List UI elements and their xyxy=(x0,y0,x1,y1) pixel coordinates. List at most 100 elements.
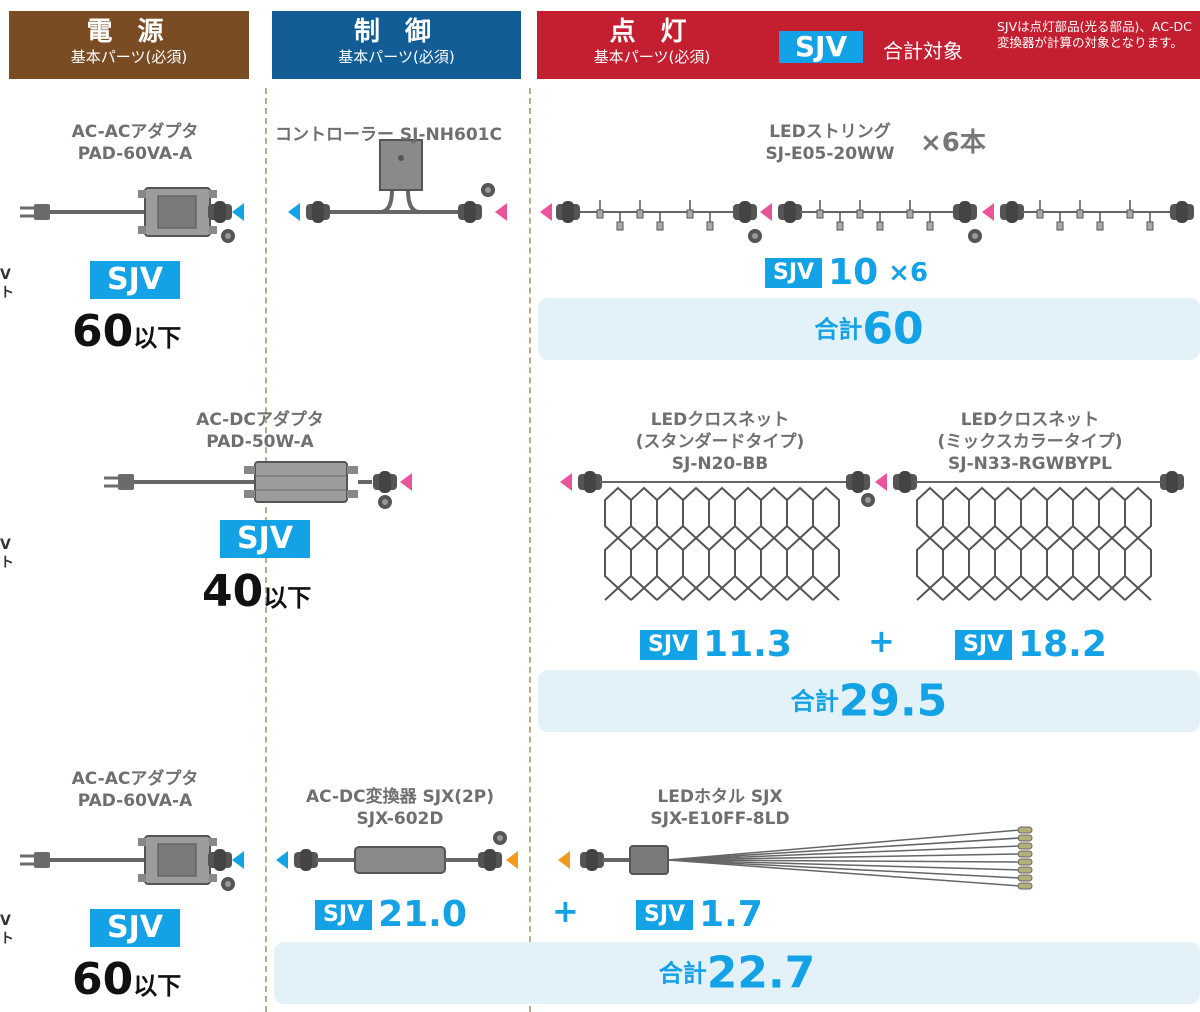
row1-arrow-4-icon xyxy=(540,203,552,221)
row1-total-box: 合計60 xyxy=(538,298,1200,360)
header-light-title: 点 灯 xyxy=(609,17,695,47)
row3-ctrl-model: SJX-602D xyxy=(356,809,444,829)
row3-led-hotaru-icon xyxy=(580,826,1033,890)
row1-sjv-mult: ×6 xyxy=(888,257,929,288)
row3-power-limit: 60以下 xyxy=(72,954,181,1005)
header-sjv-tag: SJV xyxy=(779,31,863,63)
row2-net2-label: LEDクロスネット (ミックスカラータイプ) SJ-N33-RGWBYPL xyxy=(920,409,1140,475)
row1-led-string-1-icon xyxy=(556,199,762,243)
row1-power-sjv-tag: SJV xyxy=(90,261,180,299)
row2-power-value: 40 xyxy=(202,566,264,617)
row3-light-model: SJX-E10FF-8LD xyxy=(650,809,790,829)
row1-arrow-6-icon xyxy=(982,203,994,221)
row1-arrow-1-icon xyxy=(232,203,244,221)
row3-sjv-value-1: 21.0 xyxy=(378,894,467,935)
header-power-sub: 基本パーツ(必須) xyxy=(70,48,188,66)
row1-light-name: LEDストリング xyxy=(769,122,891,142)
row1-control-label: コントローラー SJ-NH601C xyxy=(275,125,502,145)
row2-power-unit: 以下 xyxy=(263,584,312,612)
row2-total-box: 合計29.5 xyxy=(538,670,1200,732)
row1-power-limit: 60以下 xyxy=(72,306,181,357)
row1-led-string-2-icon xyxy=(778,199,982,243)
row3-arrow-3-icon xyxy=(506,851,518,869)
row2-net1-type: (スタンダードタイプ) xyxy=(635,432,805,452)
row1-total-label: 合計 xyxy=(814,315,863,344)
row1-power-name: AC-ACアダプタ xyxy=(71,122,199,142)
header-control-sub: 基本パーツ(必須) xyxy=(338,48,455,66)
header-power-title: 電 源 xyxy=(86,17,172,47)
row3-ac-adapter-icon xyxy=(138,835,235,891)
row1-power-plug-icon xyxy=(18,202,145,222)
row3-power-name: AC-ACアダプタ xyxy=(71,769,199,789)
row3-light-name: LEDホタル SJX xyxy=(657,787,783,807)
row1-arrow-5-icon xyxy=(760,203,772,221)
row2-net2-name: LEDクロスネット xyxy=(960,410,1100,430)
row2-cross-net-1-icon xyxy=(578,471,875,601)
row1-total-value: 60 xyxy=(862,303,924,355)
header-light: 点 灯 基本パーツ(必須) SJV 合計対象 SJVは点灯部品(光る部品)、AC… xyxy=(537,11,1200,79)
row3-total-label: 合計 xyxy=(658,959,707,988)
row3-power-unit: 以下 xyxy=(133,972,182,1000)
row1-power-connector-icon xyxy=(208,201,232,223)
row2-sjv-tag-1: SJV xyxy=(640,629,698,660)
row1-arrow-3-icon xyxy=(495,203,507,221)
row1-power-model: PAD-60VA-A xyxy=(77,144,193,164)
row3-total-value: 22.7 xyxy=(706,947,816,999)
row2-arrow-3-icon xyxy=(875,473,887,491)
row3-power-sjv-tag: SJV xyxy=(90,909,180,947)
row1-power-unit: 以下 xyxy=(133,324,182,352)
column-divider-2 xyxy=(529,88,531,1012)
row2-plus: + xyxy=(868,622,895,660)
row1-light-qty: ×6本 xyxy=(920,128,986,158)
row3-arrow-4-icon xyxy=(558,851,570,869)
row2-power-sjv-tag: SJV xyxy=(220,520,310,558)
row3-arrow-1-icon xyxy=(232,851,244,869)
row3-sjv-tag-1: SJV xyxy=(315,899,373,930)
row2-sjv-tag-2: SJV xyxy=(955,629,1013,660)
row2-net1-name: LEDクロスネット xyxy=(650,410,790,430)
row2-sjv-value-1: 11.3 xyxy=(703,624,792,665)
header-light-sub: 基本パーツ(必須) xyxy=(593,48,711,66)
row1-light-label: LEDストリング SJ-E05-20WW xyxy=(740,121,920,165)
row2-power-model: PAD-50W-A xyxy=(206,432,314,452)
row1-power-value: 60 xyxy=(72,306,134,357)
row2-power-label: AC-DCアダプタ PAD-50W-A xyxy=(185,409,335,453)
row3-sjv-tag-2: SJV xyxy=(636,899,694,930)
row3-converter-icon xyxy=(294,831,507,874)
row1-power-cap-icon xyxy=(221,229,235,243)
row3-ctrl-name: AC-DC変換器 SJX(2P) xyxy=(305,787,495,807)
row1-power-label: AC-ACアダプタ PAD-60VA-A xyxy=(60,121,210,165)
row1-sjv-tag: SJV xyxy=(765,257,823,288)
row3-power-value: 60 xyxy=(72,954,134,1005)
row3-power-plug-icon xyxy=(18,850,145,870)
row2-power-plug-icon xyxy=(102,472,255,492)
row1-sjv-value: 10 xyxy=(828,252,879,293)
row2-ac-dc-adapter-icon xyxy=(244,461,397,509)
row1-light-model: SJ-E05-20WW xyxy=(765,144,895,164)
row2-sjv-value-2: 18.2 xyxy=(1018,624,1107,665)
row3-total-box: 合計22.7 xyxy=(274,942,1200,1004)
header-control: 制 御 基本パーツ(必須) xyxy=(272,11,521,79)
row2-arrow-2-icon xyxy=(560,473,572,491)
row2-power-name: AC-DCアダプタ xyxy=(196,410,324,430)
row3-arrow-2-icon xyxy=(276,851,288,869)
row1-ac-adapter-icon xyxy=(138,187,217,237)
header-control-title: 制 御 xyxy=(353,17,440,47)
row2-net2-model: SJ-N33-RGWBYPL xyxy=(948,454,1112,474)
row2-net1-label: LEDクロスネット (スタンダードタイプ) SJ-N20-BB xyxy=(620,409,820,475)
row3-control-label: AC-DC変換器 SJX(2P) SJX-602D xyxy=(290,786,510,830)
row2-net1-model: SJ-N20-BB xyxy=(671,454,769,474)
row3-sjv-value-2: 1.7 xyxy=(699,894,763,935)
row1-led-string-3-icon xyxy=(1000,199,1194,231)
row3-plus: + xyxy=(552,892,579,930)
row2-total-label: 合計 xyxy=(790,687,839,716)
row3-light-label: LEDホタル SJX SJX-E10FF-8LD xyxy=(640,786,800,830)
